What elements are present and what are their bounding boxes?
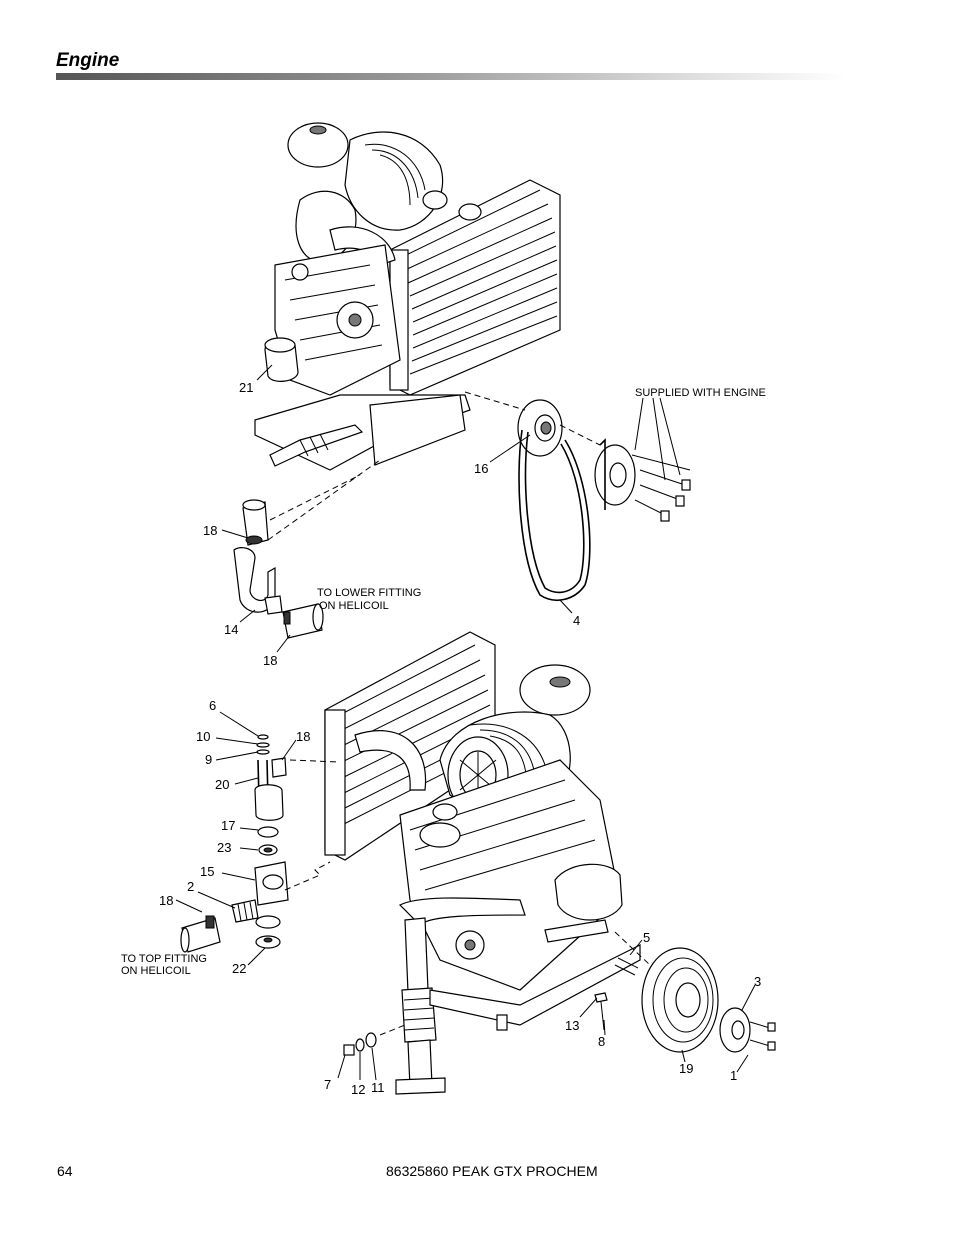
callout-11: 11 <box>371 1080 385 1095</box>
callout-15: 15 <box>200 864 214 879</box>
pulley-19-illustration <box>594 931 776 1053</box>
lower-engine-illustration <box>324 631 641 1095</box>
note-top-fitting-line2: ON HELICOIL <box>121 965 191 977</box>
callout-18-fitting: 18 <box>159 893 173 908</box>
note-lower-fitting-line2: ON HELICOIL <box>319 600 389 612</box>
callout-16: 16 <box>474 461 488 476</box>
document-title: 86325860 PEAK GTX PROCHEM <box>386 1163 598 1179</box>
callout-18-lower-hose: 18 <box>263 653 277 668</box>
callout-20: 20 <box>215 777 229 792</box>
lower-hardware-illustration <box>343 1024 406 1056</box>
callout-18-outlet: 18 <box>296 729 310 744</box>
callout-1: 1 <box>730 1068 737 1083</box>
title-rule <box>56 73 846 80</box>
callout-3: 3 <box>754 974 761 989</box>
callout-10: 10 <box>196 729 210 744</box>
belt-4-illustration <box>518 429 591 601</box>
callout-21: 21 <box>239 380 253 395</box>
callout-14: 14 <box>224 622 238 637</box>
upper-hose-parts-illustration <box>233 459 381 639</box>
callout-numbers: 21 16 18 14 18 4 6 10 9 18 20 17 23 15 2… <box>159 380 761 1097</box>
callout-22: 22 <box>232 961 246 976</box>
callout-12: 12 <box>351 1082 365 1097</box>
diagram-notes: SUPPLIED WITH ENGINE TO LOWER FITTING ON… <box>121 387 766 977</box>
callout-6: 6 <box>209 698 216 713</box>
callout-17: 17 <box>221 818 235 833</box>
callout-4: 4 <box>573 613 580 628</box>
water-outlet-stack-illustration <box>180 734 341 953</box>
callout-18-upper-hose: 18 <box>203 523 217 538</box>
callout-13: 13 <box>565 1018 579 1033</box>
callout-9: 9 <box>205 752 212 767</box>
hub-bolts-illustration <box>559 424 691 522</box>
callout-7: 7 <box>324 1077 331 1092</box>
section-title: Engine <box>56 50 120 71</box>
note-supplied-with-engine: SUPPLIED WITH ENGINE <box>635 387 766 399</box>
callout-23: 23 <box>217 840 231 855</box>
callout-5: 5 <box>643 930 650 945</box>
leader-lines <box>175 364 756 1081</box>
upper-engine-illustration <box>254 122 561 471</box>
note-top-fitting-line1: TO TOP FITTING <box>121 953 207 965</box>
callout-2: 2 <box>187 879 194 894</box>
pulley-16-illustration <box>464 391 563 457</box>
callout-19: 19 <box>679 1061 693 1076</box>
callout-8: 8 <box>598 1034 605 1049</box>
page-number: 64 <box>57 1163 73 1179</box>
note-lower-fitting-line1: TO LOWER FITTING <box>317 587 421 599</box>
